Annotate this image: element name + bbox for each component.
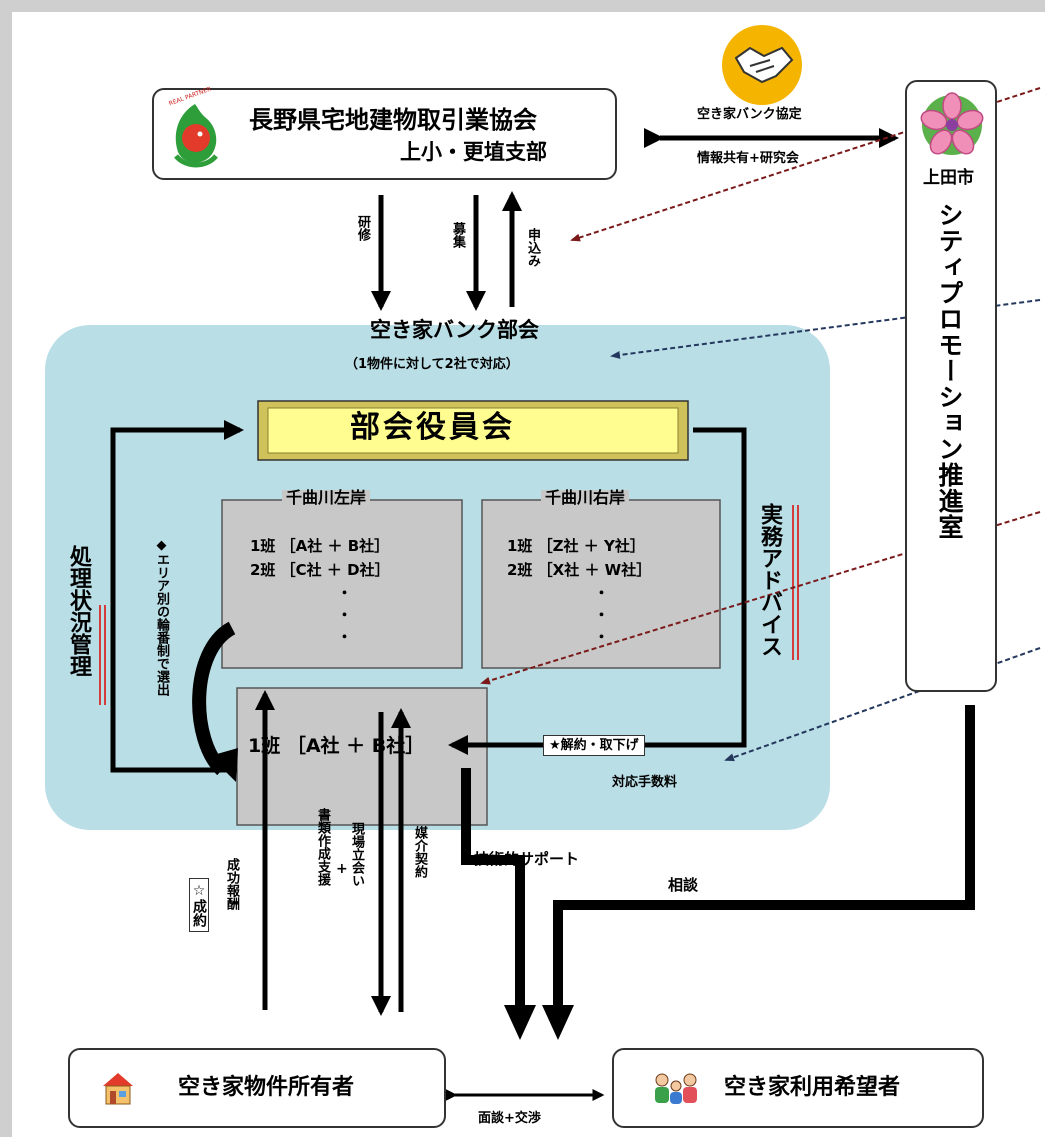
selected-group-label: 1班 ［A社 ＋ B社］ [248,735,425,757]
right-bank-title: 千曲川右岸 [541,490,630,506]
left-bank-box [221,499,463,669]
owner-label: 空き家物件所有者 [178,1075,355,1100]
owner-box: 空き家物件所有者 [68,1048,446,1128]
rotation-label: ◆エリア別の輪番制で選出 [154,538,169,696]
association-box: REAL PARTNER 長野県宅地建物取引業協会 上小・更埴支部 [152,86,617,180]
contract-badge: ☆成約 [189,878,209,932]
left-bank-rows: 1班 ［A社 ＋ B社］ 2班 ［C社 ＋ D社］ [250,534,390,582]
left-bank-row: 2班 ［C社 ＋ D社］ [250,561,390,579]
right-bank-row: 2班 ［X社 ＋ W社］ [507,561,652,579]
consultation-arrow [553,705,975,1010]
status-management-arrow [110,420,244,773]
site-visit-label: 現場立会い [349,822,364,887]
real-partner-logo [174,104,218,168]
left-bank-title: 千曲川左岸 [282,490,371,506]
sakura-emblem [920,92,984,155]
recruitment-label: 募集 [450,222,465,248]
house-icon [103,1073,133,1105]
agreement-label: 空き家バンク協定 [697,107,802,122]
agreement-sub: 情報共有+研究会 [697,151,799,166]
left-bank-row: 1班 ［A社 ＋ B社］ [250,537,390,555]
brokerage-label: 媒介契約 [412,826,427,878]
right-bank-dots: ・ ・ ・ [594,584,610,646]
user-label: 空き家利用希望者 [724,1075,901,1100]
bank-subtitle: （1物件に対して2社で対応） [345,357,519,372]
family-icon [655,1073,697,1104]
advice-label: 実務アドバイス [757,503,782,657]
selected-group-box [236,687,488,826]
plus-label: + [336,861,348,877]
association-name: 長野県宅地建物取引業協会 [249,106,537,134]
application-label: 申込み [525,228,540,267]
training-label: 研修 [355,215,370,241]
cancellation-label: ★解約・取下げ [543,735,645,756]
document-support-label: 書類作成支援 [315,808,330,886]
consultation-label: 相談 [668,876,699,894]
technical-support-label: 技術的サポート [474,850,580,868]
bank-title: 空き家バンク部会 [370,318,540,342]
right-bank-box [481,499,721,669]
right-bank-rows: 1班 ［Z社 ＋ Y社］ 2班 ［X社 ＋ W社］ [507,534,651,582]
user-box: 空き家利用希望者 [612,1048,984,1128]
officers-label: 部会役員会 [350,410,515,445]
city-department: シティプロモーション推進室 [935,202,964,540]
status-management-label: 処理状況管理 [66,545,91,677]
cancellation-sub: 対応手数料 [612,775,678,790]
right-bank-row: 1班 ［Z社 ＋ Y社］ [507,537,645,555]
left-bank-dots: ・ ・ ・ [337,584,353,646]
technical-support-arrow [461,768,525,1010]
success-fee-label: 成功報酬 [224,858,239,910]
interview-label: 面談+交渉 [478,1111,541,1126]
officers-box [257,400,689,461]
city-box: 上田市 シティプロモーション推進室 [905,80,997,692]
handshake-icon [722,25,802,105]
association-branch: 上小・更埴支部 [400,140,547,164]
city-name: 上田市 [923,168,974,188]
